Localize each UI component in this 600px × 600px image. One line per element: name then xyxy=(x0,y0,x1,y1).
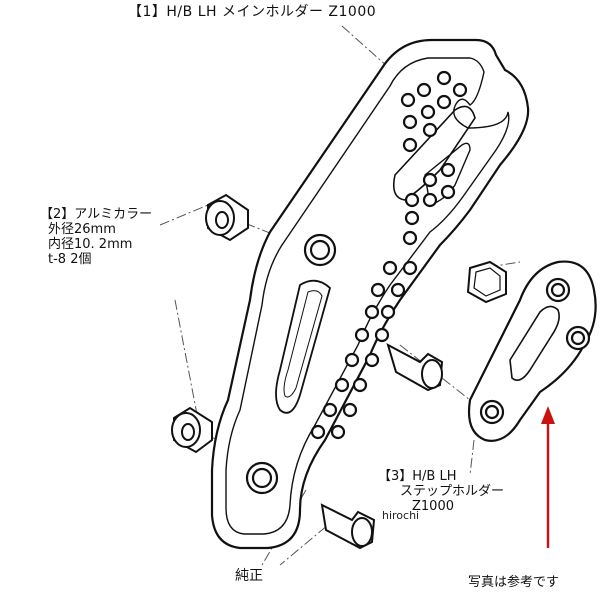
hex-nut xyxy=(466,260,507,304)
label-part-2-thickness: t-8 2個 xyxy=(48,251,92,267)
bolts xyxy=(320,342,444,550)
label-genuine: 純正 xyxy=(235,568,263,584)
red-arrow-icon xyxy=(541,406,555,548)
label-part-1: 【1】H/B LH メインホルダー Z1000 xyxy=(128,4,377,20)
reference-note: 写真は参考です xyxy=(468,575,560,590)
label-part-3-line3: Z1000 xyxy=(412,498,454,514)
label-part-2: 【2】アルミカラー 外径26mm 内径10. 2mm t-8 2個 xyxy=(40,207,153,268)
step-holder-plate xyxy=(467,260,597,442)
label-part-2-outer: 外径26mm xyxy=(48,221,116,237)
label-part-3-line2: ステップホルダー xyxy=(400,483,505,499)
main-holder-plate xyxy=(210,38,530,550)
label-part-3-line1: 【3】H/B LH xyxy=(378,469,457,484)
label-part-3: 【3】H/B LH ステップホルダー Z1000 xyxy=(378,469,505,515)
label-part-2-inner: 内径10. 2mm xyxy=(48,236,133,252)
label-part-2-title: 【2】アルミカラー xyxy=(40,207,153,222)
aluminum-collars xyxy=(171,193,249,454)
watermark-text: hirochi xyxy=(382,509,420,522)
